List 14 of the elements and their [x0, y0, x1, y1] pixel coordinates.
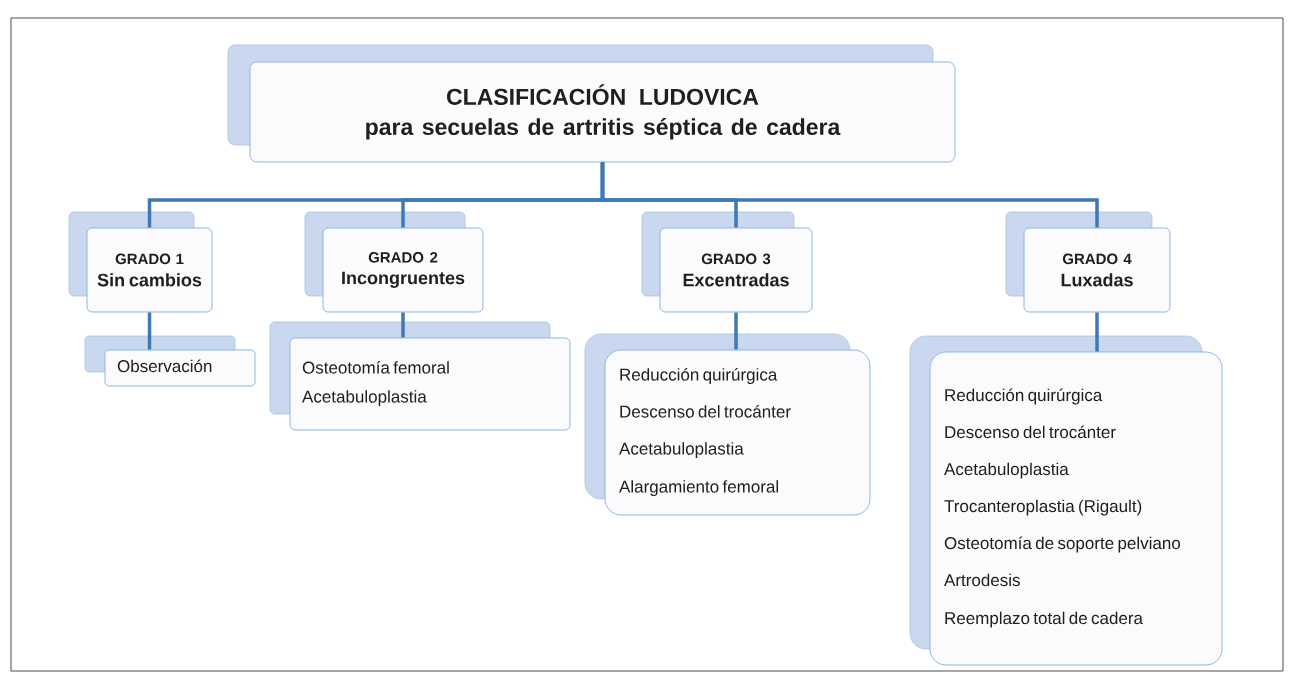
treatment-box: Reducción quirúrgica Descenso del trocánter Acetabuloplastia Alargamiento femoral	[584, 333, 871, 516]
treatment-box: Osteotomía femoral Acetabuloplastia	[269, 321, 571, 431]
connector-line	[401, 312, 405, 338]
connector-line	[600, 162, 1099, 228]
grade-box: GRADO 1 Sin cambios	[68, 211, 213, 313]
connector-line	[734, 312, 738, 350]
grade-box: GRADO 3 Excentradas	[641, 211, 813, 313]
treatment-box: Observación	[84, 335, 256, 387]
title-box: CLASIFICACIÓN LUDOVICA para secuelas de artritis séptica de cadera	[227, 44, 956, 163]
treatment-box: Reducción quirúrgica Descenso del trocánter Acetabuloplastia Trocanteroplastia (Rigault) Osteotomía de soporte pelviano Artrodesis Reemplazo total de cadera	[909, 335, 1223, 666]
connector-line	[1095, 312, 1099, 352]
connector-line	[147, 312, 152, 350]
grade-box: GRADO 2 Incongruentes	[304, 211, 484, 313]
grade-box: GRADO 4 Luxadas	[1005, 211, 1171, 313]
